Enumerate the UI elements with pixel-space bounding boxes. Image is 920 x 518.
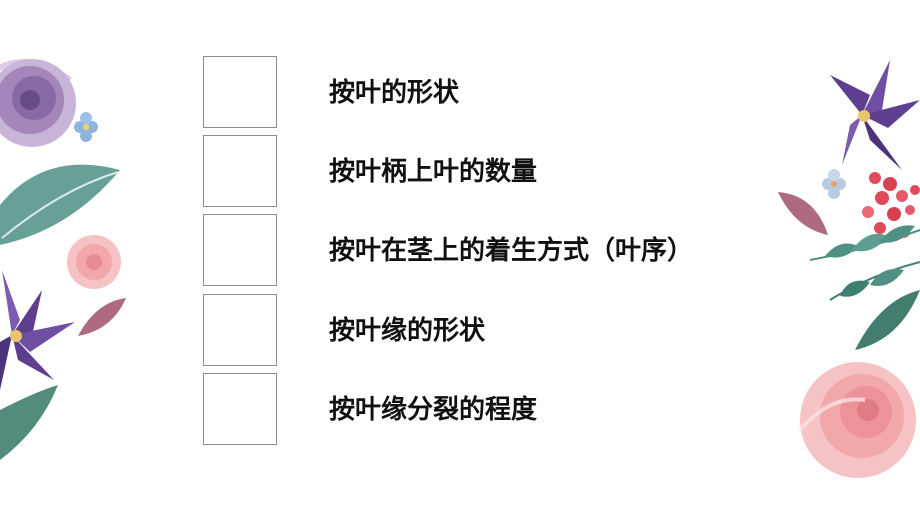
green-leaf-illustration (0, 385, 58, 460)
teal-leaves-illustration (809, 225, 920, 350)
option-row: 按叶柄上叶的数量 (203, 135, 763, 209)
option-checkbox[interactable] (203, 56, 277, 128)
option-row: 按叶缘的形状 (203, 294, 763, 368)
option-label: 按叶的形状 (329, 78, 460, 108)
option-row: 按叶的形状 (203, 56, 763, 130)
option-label: 按叶缘分裂的程度 (329, 395, 538, 425)
left-floral-decoration (0, 59, 126, 460)
option-label: 按叶缘的形状 (329, 316, 486, 346)
option-checkbox[interactable] (203, 135, 277, 207)
option-checkbox[interactable] (203, 294, 277, 366)
violet-lily-illustration (830, 60, 920, 170)
mauve-leaf-illustration (778, 192, 828, 235)
small-blue-blossom-illustration (74, 112, 98, 142)
option-checkbox[interactable] (203, 373, 277, 445)
mauve-leaf-illustration (78, 298, 126, 336)
pink-rose-illustration (67, 235, 121, 289)
pink-peony-illustration (798, 362, 916, 478)
small-blue-blossom-illustration (822, 169, 846, 199)
option-checkbox[interactable] (203, 214, 277, 286)
option-label: 按叶在茎上的着生方式（叶序） (329, 236, 694, 266)
option-row: 按叶缘分裂的程度 (203, 373, 763, 447)
purple-rose-illustration (0, 59, 76, 147)
option-label: 按叶柄上叶的数量 (329, 157, 538, 187)
teal-leaf-illustration (0, 164, 120, 245)
violet-lily-illustration (0, 270, 75, 390)
option-row: 按叶在茎上的着生方式（叶序） (203, 214, 763, 288)
right-floral-decoration (778, 60, 920, 478)
